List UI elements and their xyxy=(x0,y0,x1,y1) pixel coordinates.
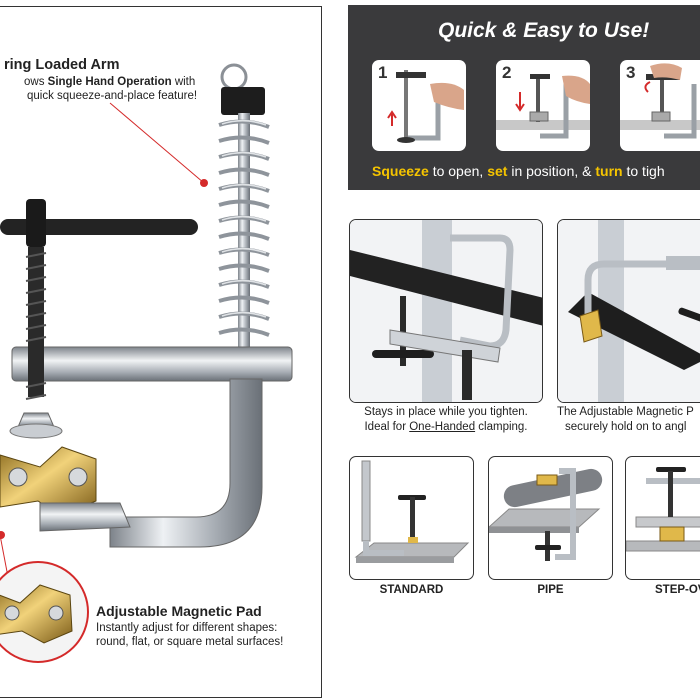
variant-standard-label: STANDARD xyxy=(379,584,444,596)
arm-cap xyxy=(221,87,265,115)
step-1-illustration xyxy=(387,70,464,143)
step-3-card: 3 xyxy=(620,60,700,151)
banner-title: Quick & Easy to Use! xyxy=(438,19,650,42)
variant-pipe-label: PIPE xyxy=(537,584,564,596)
one-handed-photo-illustration xyxy=(350,220,542,402)
quick-easy-banner: Quick & Easy to Use! 1 2 3 xyxy=(348,5,700,190)
photo-angles xyxy=(557,219,700,403)
banner-caption: Squeeze to open, set in position, & turn… xyxy=(372,163,665,179)
standard-clamp-illustration xyxy=(354,460,470,563)
step-3-illustration xyxy=(620,63,700,139)
clamp-illustration xyxy=(0,63,293,663)
variant-pipe xyxy=(488,456,613,580)
angles-photo-illustration xyxy=(558,220,700,402)
spring-arm-title: ring Loaded Arm xyxy=(4,57,120,73)
photo-one-handed-caption: Stays in place while you tighten. Ideal … xyxy=(364,406,528,433)
pipe-clamp-illustration xyxy=(489,468,603,561)
step-number: 3 xyxy=(626,63,636,82)
variant-step-over xyxy=(625,456,700,580)
magnetic-pad xyxy=(0,446,97,516)
step-2-card: 2 xyxy=(496,60,590,151)
step-number: 2 xyxy=(502,63,512,82)
variant-standard xyxy=(349,456,474,580)
step-2-illustration xyxy=(496,74,590,139)
spring-arm-description: ows Single Hand Operation with quick squ… xyxy=(24,76,198,102)
step-number: 1 xyxy=(378,63,388,82)
photo-one-handed xyxy=(349,219,543,403)
step-1-card: 1 xyxy=(372,60,466,151)
magnetic-pad-description: Instantly adjust for different shapes: r… xyxy=(96,622,284,648)
photo-angles-caption: The Adjustable Magnetic P securely hold … xyxy=(557,406,694,433)
product-panel: ring Loaded Arm ows Single Hand Operatio… xyxy=(0,6,322,698)
spring-callout-line xyxy=(109,102,205,184)
variant-step-over-label: STEP-OV xyxy=(655,584,700,596)
t-handle xyxy=(0,219,198,235)
magnetic-pad-title: Adjustable Magnetic Pad xyxy=(96,603,262,619)
step-over-clamp-illustration xyxy=(626,467,700,552)
